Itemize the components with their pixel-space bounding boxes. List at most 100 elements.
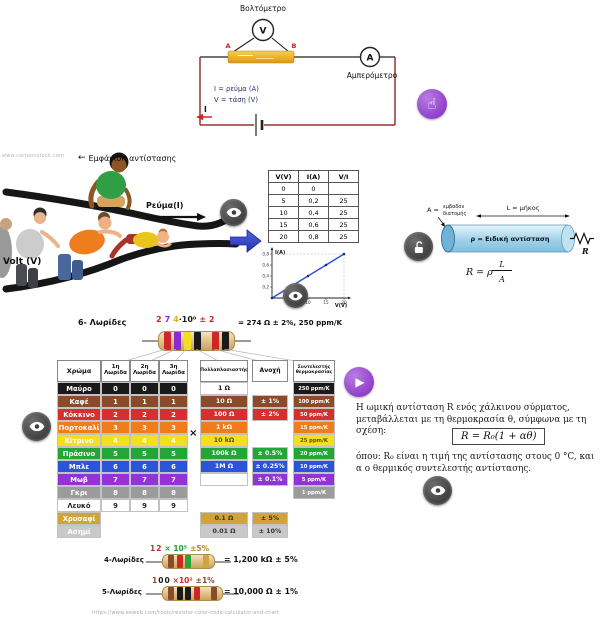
- color-chart-cell: 4: [159, 434, 188, 447]
- volt-label: Volt (V): [3, 257, 41, 267]
- analogy-caption-label: Εμφάνιση αντίστασης: [88, 153, 177, 163]
- resistor-band: [164, 332, 171, 350]
- color-chart-cell: 3: [159, 421, 188, 434]
- multiply-sign: ×: [189, 428, 198, 439]
- color-chart-cell: 1M Ω: [200, 460, 248, 473]
- resistor-band: [168, 587, 174, 600]
- color-chart-cell: ± 0.5%: [252, 447, 288, 460]
- flow-arrow-icon: [146, 213, 206, 221]
- area-word-1: εμβαδόν: [443, 203, 464, 210]
- color-chart-cell: 9: [130, 499, 159, 512]
- colored-digit: 0: [164, 576, 170, 585]
- ammeter-symbol: A: [367, 54, 374, 64]
- voltmeter-label: Βολτόμετρο: [240, 4, 286, 13]
- five-band-resistor: [146, 586, 239, 601]
- resistor-lead: [146, 592, 162, 595]
- graph-tick-label: 20: [341, 300, 347, 305]
- color-chart-cell: Γκρι: [57, 486, 101, 499]
- vi-table-cell: 10: [268, 206, 299, 219]
- resistor-lead: [214, 560, 231, 563]
- resistor-band: [168, 555, 174, 568]
- six-band-label: 6- Λωρίδες: [78, 318, 127, 327]
- color-chart-cell: 250 ppm/K: [293, 382, 335, 395]
- color-chart-cell: 10 Ω: [200, 395, 248, 408]
- colored-digit: 1: [152, 576, 158, 585]
- color-chart-cell: 4: [101, 434, 130, 447]
- color-chart-cell: [200, 473, 248, 486]
- color-chart-cell: 3: [101, 421, 130, 434]
- color-chart-cell: [252, 421, 288, 434]
- area-prefix: A =: [427, 206, 439, 214]
- graph-data-point: [270, 296, 274, 300]
- colored-digit: 7: [164, 315, 171, 324]
- reveal-button-theory[interactable]: [423, 476, 452, 505]
- color-chart-cell: [293, 525, 335, 538]
- vi-table-cell: 0,8: [298, 230, 329, 243]
- resistor-lead: [142, 340, 158, 342]
- color-chart-cell: 7: [130, 473, 159, 486]
- resistor-lead: [146, 560, 162, 563]
- cylinder: ρ = Ειδική αντίσταση: [441, 224, 575, 253]
- touch-action-button[interactable]: ☝: [417, 89, 447, 119]
- play-button[interactable]: ▶: [344, 367, 374, 397]
- four-band-result: = 1,200 kΩ ± 5%: [224, 555, 298, 564]
- color-chart-cell: Κόκκινο: [57, 408, 101, 421]
- color-chart-cell: 5: [101, 447, 130, 460]
- blue-arrow-icon: [230, 229, 262, 253]
- vi-table-cell: [328, 182, 359, 195]
- color-chart-cell: 1 Ω: [200, 382, 248, 395]
- ammeter-label: Αμπερόμετρο: [347, 71, 398, 80]
- header-multiplier: Πολλαπλασιαστής: [200, 360, 248, 382]
- theory-note: όπου: R₀ είναι η τιμή της αντίστασης στο…: [356, 452, 595, 474]
- reveal-button-analogy[interactable]: [220, 199, 247, 226]
- color-chart-cell: 0: [101, 382, 130, 395]
- circuit-wires: [199, 37, 396, 126]
- vi-table-cell: 0,2: [298, 194, 329, 207]
- analogy-caption: ← Εμφάνιση αντίστασης: [78, 153, 176, 163]
- six-band-resistor: [142, 331, 251, 351]
- color-chart-cell: 10 kΩ: [200, 434, 248, 447]
- unlock-button[interactable]: [404, 232, 433, 261]
- circuit-resistor: [227, 50, 295, 64]
- color-chart-cell: 1 kΩ: [200, 421, 248, 434]
- terminal-b-label: B: [292, 42, 297, 50]
- length-label: L = μήκος: [506, 204, 539, 212]
- voltmeter: V: [251, 18, 275, 42]
- reveal-button-chart[interactable]: [22, 412, 51, 441]
- header-tolerance: Ανοχή: [252, 360, 288, 382]
- y-axis-arrow: [270, 247, 274, 250]
- reveal-button-graph[interactable]: [283, 283, 308, 308]
- current-direction-arrow: I: [196, 105, 212, 121]
- color-chart-cell: 6: [159, 460, 188, 473]
- formula-denominator: A: [498, 275, 505, 284]
- resistor-band: [185, 555, 191, 568]
- graph-data-point: [342, 252, 346, 256]
- color-chart-header: Χρώμα 1η Λωρίδα 2η Λωρίδα 3η Λωρίδα Πολλ…: [57, 360, 335, 382]
- color-chart-cell: Ασημί: [57, 525, 101, 538]
- color-chart-cell: [200, 499, 248, 512]
- flow-label-text: Ρεύμα(Ι): [146, 201, 184, 210]
- eye-icon: [29, 421, 44, 432]
- color-chart-cell: 2: [159, 408, 188, 421]
- color-chart-cell: 5: [130, 447, 159, 460]
- colored-digit: × 10⁵: [164, 544, 188, 553]
- graph-data-point: [306, 274, 310, 278]
- color-chart-cell: [159, 525, 188, 538]
- header-band3: 3η Λωρίδα: [159, 360, 188, 382]
- color-chart-cell: [130, 512, 159, 525]
- colored-digit: ± 2: [199, 315, 215, 324]
- length-dimension: L = μήκος: [476, 204, 570, 218]
- colored-digit: ×10²: [172, 576, 193, 585]
- current-definition: I = ρεύμα (A): [214, 85, 259, 93]
- color-chart-cell: Λευκό: [57, 499, 101, 512]
- color-chart-cell: 100 Ω: [200, 408, 248, 421]
- color-chart-cell: 3: [130, 421, 159, 434]
